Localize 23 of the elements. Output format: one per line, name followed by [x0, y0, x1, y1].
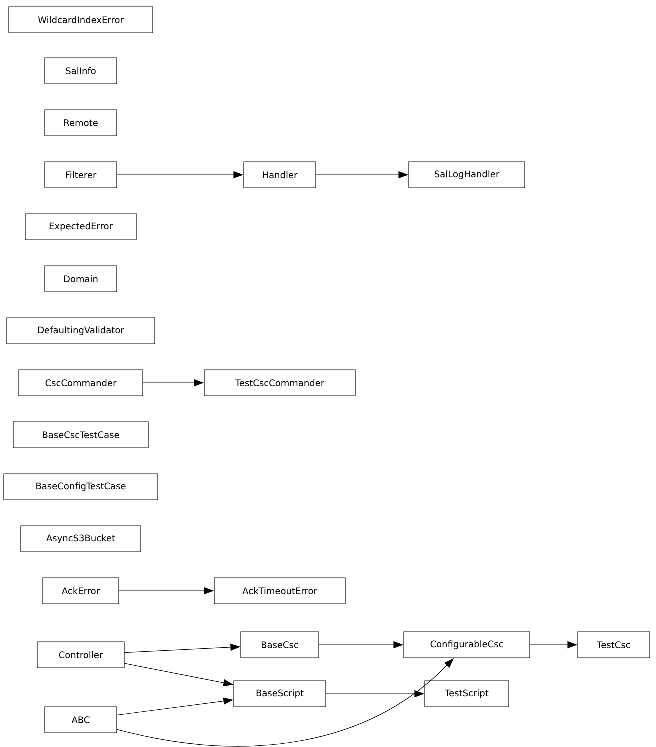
class-box: AckTimeoutError: [214, 578, 346, 604]
class-box: Remote: [44, 110, 118, 136]
class-box: BaseCscTestCase: [13, 422, 149, 448]
class-box: Domain: [44, 266, 118, 292]
class-box: ExpectedError: [25, 214, 137, 240]
class-box: Handler: [244, 162, 316, 188]
class-box: Filterer: [44, 162, 118, 188]
class-box: TestScript: [424, 680, 510, 708]
class-box: SalLogHandler: [408, 162, 526, 188]
class-box: TestCscCommander: [204, 370, 356, 396]
class-box: BaseScript: [234, 680, 326, 708]
class-box: Controller: [37, 642, 125, 668]
class-box: SalInfo: [44, 58, 118, 84]
class-box: DefaultingValidator: [6, 318, 156, 344]
class-box: ABC: [44, 706, 118, 734]
class-box: WildcardIndexError: [8, 6, 154, 34]
class-box: BaseCsc: [240, 632, 320, 658]
class-box: AsyncS3Bucket: [20, 526, 142, 552]
class-box: BaseConfigTestCase: [4, 474, 158, 500]
class-box: ConfigurableCsc: [404, 632, 530, 658]
class-box: AckError: [42, 578, 120, 604]
class-box: TestCsc: [578, 632, 650, 658]
class-box: CscCommander: [18, 370, 144, 396]
